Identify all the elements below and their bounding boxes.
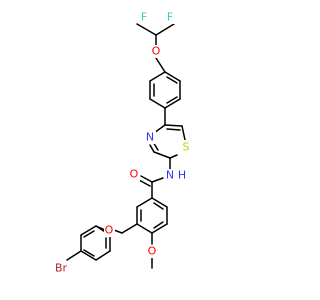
label-mask <box>104 224 115 237</box>
label-mask <box>139 11 149 24</box>
bond <box>166 96 178 104</box>
atom-label-oxygen: O <box>130 168 139 181</box>
atom-o-methoxy: O <box>147 245 158 258</box>
bond <box>149 144 155 153</box>
bond <box>164 98 181 109</box>
bond <box>153 202 164 210</box>
bond <box>153 221 164 229</box>
bond <box>151 223 168 234</box>
atom-o-ether-mid: O <box>104 224 115 237</box>
label-mask <box>129 168 140 181</box>
molecule-structure-diagram: F F O N S N H O <box>53 11 191 275</box>
bond <box>166 128 181 131</box>
bond <box>155 57 166 73</box>
bond <box>95 250 111 261</box>
atom-bromine: Br <box>53 262 70 275</box>
atom-f2: F <box>165 11 175 24</box>
bond <box>83 230 95 238</box>
label-mask <box>53 262 70 275</box>
label-mask <box>181 140 191 153</box>
bond <box>80 250 97 261</box>
atom-label-nitrogen: N <box>146 131 154 144</box>
atom-n-thiazole: N <box>145 131 156 144</box>
bond <box>140 175 153 183</box>
bond <box>169 154 178 159</box>
atom-n-amide: N <box>165 169 176 182</box>
atom-label-sulfur: S <box>183 141 190 154</box>
bond <box>166 76 178 84</box>
bond <box>149 98 166 109</box>
atom-h-amide: H <box>177 169 188 182</box>
bonds <box>66 23 186 269</box>
bond <box>149 71 166 82</box>
bond <box>151 197 168 208</box>
atom-f1: F <box>139 11 149 24</box>
bond <box>181 125 186 141</box>
atom-o-ether-top: O <box>151 45 162 58</box>
bond <box>136 223 153 234</box>
bond <box>151 177 164 183</box>
atom-s-thiazole: S <box>181 140 191 154</box>
atom-label-oxygen: O <box>152 45 161 58</box>
atom-label-oxygen: O <box>148 245 157 258</box>
bond <box>138 179 151 187</box>
atom-label-nitrogen: N <box>166 169 174 182</box>
atom-label-oxygen: O <box>105 224 114 237</box>
atom-o-carbonyl: O <box>129 168 140 181</box>
bond <box>155 23 175 36</box>
bond <box>121 223 138 234</box>
bond <box>136 197 153 208</box>
label-mask <box>165 169 176 182</box>
label-mask <box>177 169 188 182</box>
bond <box>153 151 171 159</box>
bond <box>136 23 157 36</box>
atom-label-fluorine: F <box>141 11 147 24</box>
bond <box>164 71 181 82</box>
label-mask <box>151 45 162 58</box>
bond <box>164 124 183 127</box>
bond <box>113 229 123 234</box>
bond <box>83 249 95 257</box>
atom-label-bromine: Br <box>55 262 68 275</box>
label-mask <box>147 245 158 258</box>
atom-label-hydrogen: H <box>178 169 186 182</box>
atom-labels: F F O N S N H O <box>53 11 191 275</box>
bond <box>80 225 97 236</box>
bond <box>66 250 82 261</box>
label-mask <box>165 11 175 24</box>
label-mask <box>145 131 156 144</box>
atom-label-fluorine: F <box>167 11 173 24</box>
